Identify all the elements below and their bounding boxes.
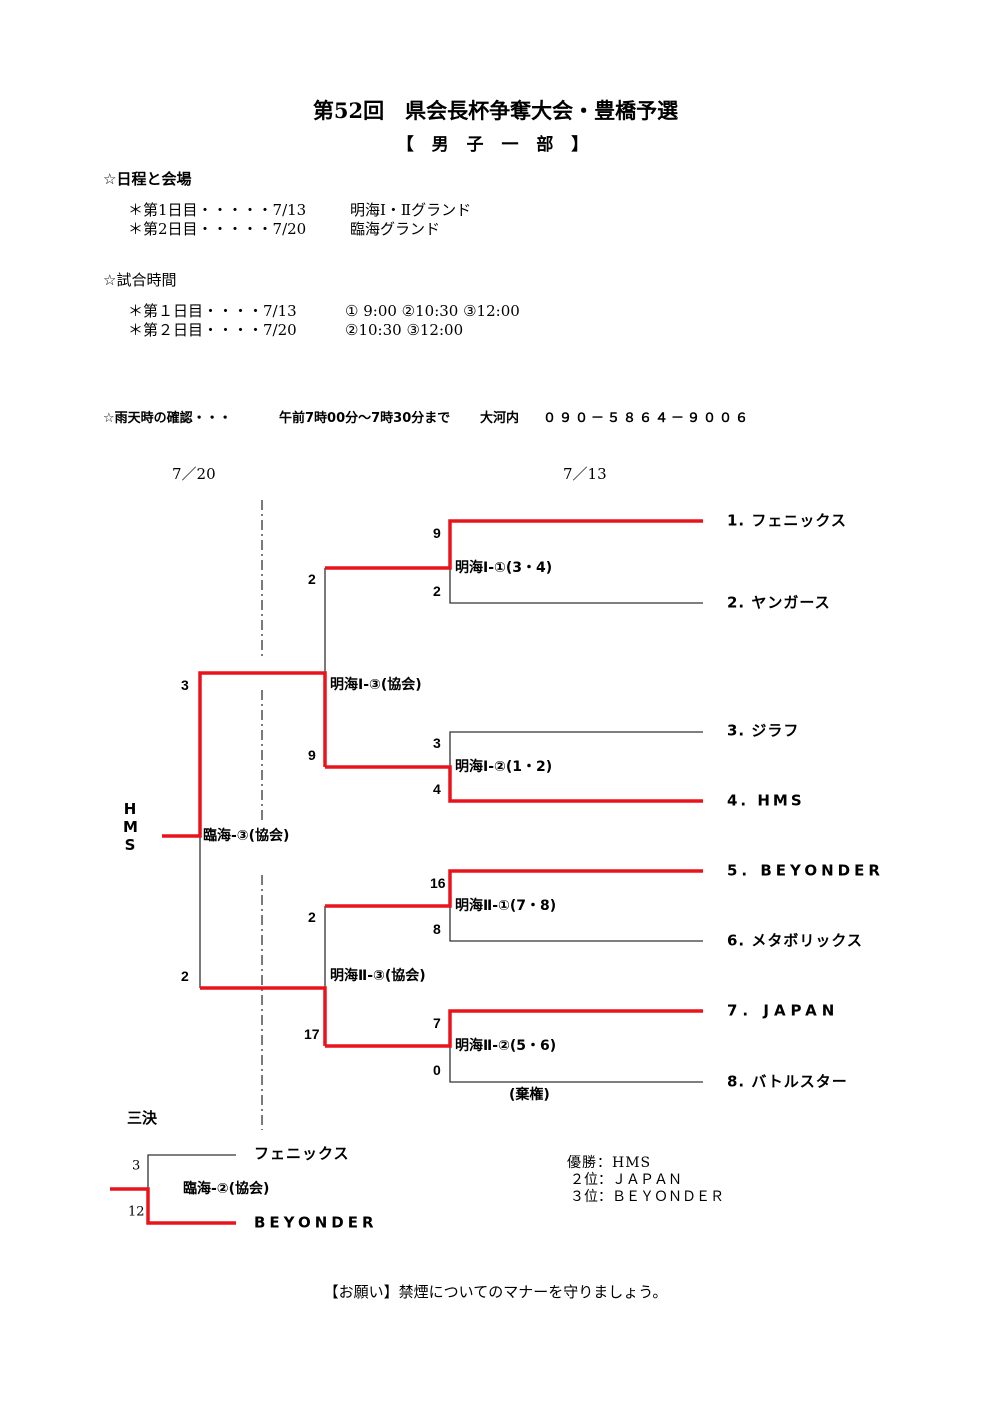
- match-label: 臨海-③(協会): [203, 828, 290, 844]
- match-label: 明海Ⅰ-①(3・4): [455, 560, 553, 576]
- team-3: 3. ジラフ: [727, 721, 800, 740]
- match-label: 明海Ⅰ-②(1・2): [455, 759, 553, 775]
- schedule-day: ＊第1日目・・・・・7/13: [128, 201, 307, 219]
- score: 3: [132, 1158, 141, 1174]
- times-day: ＊第１日目・・・・7/13: [128, 302, 297, 320]
- score: 12: [128, 1204, 145, 1220]
- team-2: 2. ヤンガース: [727, 593, 831, 612]
- forfeit-note: (棄権): [509, 1087, 550, 1103]
- score: 2: [433, 583, 441, 599]
- result-2nd: ２位：ＪＡＰＡＮ: [570, 1172, 682, 1188]
- score: 7: [433, 1015, 441, 1031]
- score: 16: [430, 875, 446, 891]
- team-4: 4. HMS: [727, 791, 805, 810]
- times-slots: ②10:30 ③12:00: [345, 321, 464, 339]
- score: 17: [304, 1026, 320, 1042]
- team-5: 5. BEYONDER: [727, 861, 884, 880]
- schedule-day: ＊第2日目・・・・・7/20: [128, 220, 307, 238]
- result-3rd: ３位：ＢＥＹＯＮＤＥＲ: [570, 1189, 724, 1205]
- team-8: 8. バトルスター: [727, 1072, 848, 1091]
- match-label: 明海Ⅱ-③(協会): [330, 968, 426, 984]
- team-6: 6. メタボリックス: [727, 931, 863, 950]
- times-slots: ① 9:00 ②10:30 ③12:00: [345, 302, 520, 320]
- times-day: ＊第２日目・・・・7/20: [128, 321, 297, 339]
- score: 9: [433, 525, 441, 541]
- score: 2: [181, 968, 189, 984]
- match-label: 臨海-②(協会): [183, 1181, 270, 1197]
- score: 2: [308, 909, 316, 925]
- schedule-venue: 明海Ⅰ・Ⅱグランド: [350, 201, 472, 219]
- score: 4: [433, 781, 441, 797]
- rain-phone: ０９０－５８６４－９００６: [543, 411, 752, 426]
- schedule-venue: 臨海グランド: [350, 220, 441, 238]
- team-1: 1. フェニックス: [727, 511, 847, 530]
- score: 3: [181, 677, 189, 693]
- match-label: 明海Ⅱ-②(5・6): [455, 1038, 557, 1054]
- score: 2: [308, 571, 316, 587]
- score: 0: [433, 1062, 441, 1078]
- date-day2: 7／20: [172, 465, 216, 483]
- page-subtitle: 【 男 子 一 部 】: [396, 135, 595, 155]
- rain-contact: 大河内: [480, 411, 520, 426]
- champion-name: HMS: [123, 800, 138, 854]
- third-team-top: フェニックス: [254, 1144, 350, 1163]
- rain-label: ☆雨天時の確認・・・: [103, 411, 232, 426]
- match-label: 明海Ⅰ-③(協会): [330, 677, 422, 693]
- match-label: 明海Ⅱ-①(7・8): [455, 898, 557, 914]
- score: 9: [308, 747, 316, 763]
- score: 8: [433, 921, 441, 937]
- team-7: 7. JAPAN: [727, 1001, 840, 1020]
- score: 3: [433, 735, 441, 751]
- third-team-bottom: BEYONDER: [254, 1213, 378, 1232]
- result-1st: 優勝：HMS: [567, 1155, 652, 1171]
- times-heading: ☆試合時間: [103, 271, 177, 289]
- rain-time: 午前7時00分～7時30分まで: [279, 411, 451, 426]
- page-title: 第52回 県会長杯争奪大会・豊橋予選: [312, 98, 679, 123]
- footer-note: 【お願い】禁煙についてのマナーを守りましょう。: [323, 1283, 668, 1301]
- date-day1: 7／13: [563, 465, 607, 483]
- schedule-heading: ☆日程と会場: [103, 170, 192, 188]
- third-place-heading: 三決: [127, 1109, 158, 1127]
